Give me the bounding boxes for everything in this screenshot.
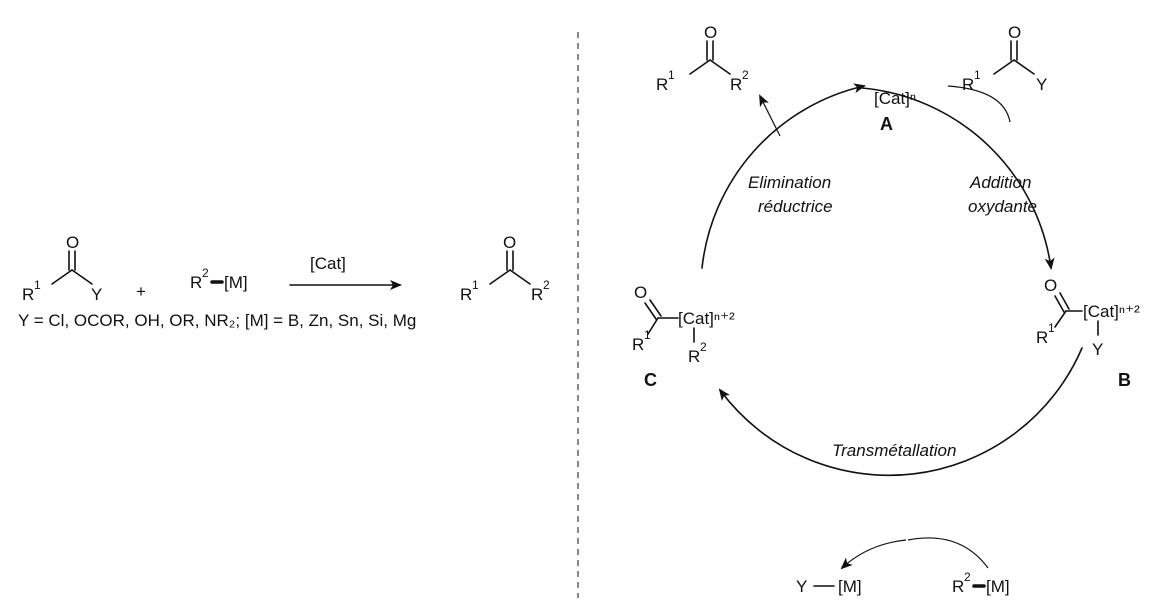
svg-text:réductrice: réductrice [758, 197, 833, 216]
svg-text:R: R [952, 577, 964, 596]
product-exit-arrow [759, 94, 781, 137]
conditions-label: Y = Cl, OCOR, OH, OR, NR₂; [M] = B, Zn, … [18, 311, 416, 330]
svg-text:Y: Y [1036, 75, 1047, 94]
svg-text:1: 1 [472, 278, 479, 292]
substrate-entry-arrow [947, 85, 1011, 123]
byproduct: Y [M] [796, 577, 862, 596]
svg-text:Elimination: Elimination [748, 173, 831, 192]
arc-oxidative-addition [861, 87, 1055, 270]
svg-text:[M]: [M] [838, 577, 862, 596]
svg-text:R: R [730, 75, 742, 94]
catalyst-label: [Cat] [310, 254, 346, 273]
arc-reductive-elimination [701, 83, 866, 269]
plus-sign: + [136, 282, 146, 301]
species-a-formula: [Cat]ⁿ [874, 89, 916, 108]
species-c-letter: C [644, 370, 657, 390]
svg-text:R: R [22, 285, 34, 304]
svg-text:2: 2 [742, 68, 749, 82]
arc-transmetalation [718, 347, 1083, 477]
svg-text:1: 1 [1048, 321, 1055, 335]
step-transmetalation: Transmétallation [832, 441, 956, 460]
svg-text:R: R [531, 285, 543, 304]
svg-text:O: O [503, 233, 516, 252]
svg-text:1: 1 [974, 68, 981, 82]
svg-text:R: R [688, 347, 700, 366]
svg-text:R: R [656, 75, 668, 94]
svg-text:R: R [190, 273, 202, 292]
svg-text:Y: Y [796, 577, 807, 596]
reagent-entry-arrow [907, 537, 989, 569]
step-oxidative-addition: Addition oxydante [968, 173, 1037, 216]
svg-text:[M]: [M] [224, 273, 248, 292]
svg-text:Y: Y [91, 285, 102, 304]
svg-text:R: R [632, 335, 644, 354]
species-b-formula: [Cat]ⁿ⁺² [1083, 302, 1140, 321]
svg-text:2: 2 [202, 266, 209, 280]
species-b-letter: B [1118, 370, 1131, 390]
svg-text:R: R [962, 75, 974, 94]
svg-text:2: 2 [543, 278, 550, 292]
svg-text:R: R [460, 285, 472, 304]
svg-text:O: O [1044, 276, 1057, 295]
svg-text:O: O [1008, 23, 1021, 42]
step-reductive-elimination: Elimination réductrice [748, 173, 833, 216]
byproduct-exit-arrow [840, 539, 907, 570]
svg-text:2: 2 [964, 570, 971, 584]
svg-text:1: 1 [34, 278, 41, 292]
svg-text:O: O [634, 283, 647, 302]
svg-text:2: 2 [700, 340, 707, 354]
species-a: [Cat]ⁿ A [874, 89, 916, 134]
svg-text:oxydante: oxydante [968, 197, 1037, 216]
svg-text:Addition: Addition [969, 173, 1031, 192]
svg-text:O: O [66, 233, 79, 252]
species-a-letter: A [880, 114, 893, 134]
svg-text:1: 1 [644, 328, 651, 342]
svg-text:1: 1 [668, 68, 675, 82]
species-c-formula: [Cat]ⁿ⁺² [678, 309, 735, 328]
svg-text:[M]: [M] [986, 577, 1010, 596]
svg-text:R: R [1036, 328, 1048, 347]
svg-text:O: O [704, 23, 717, 42]
svg-text:Y: Y [1092, 340, 1103, 359]
